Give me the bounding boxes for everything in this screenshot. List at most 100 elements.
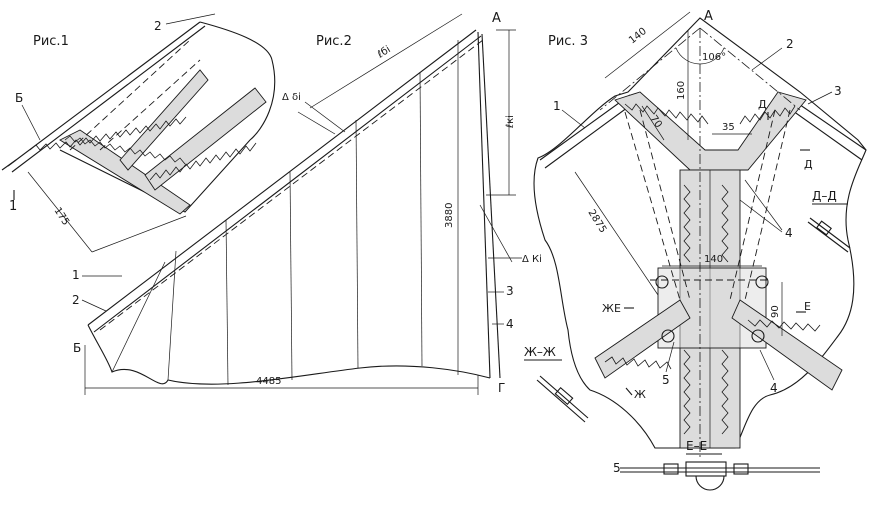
fig2-leader-2	[81, 299, 107, 312]
section-DD-layer-2	[807, 221, 849, 253]
fig2-marker-G: Г	[498, 381, 505, 395]
fig3-marker-1: 1	[553, 99, 561, 113]
fig1-spar-inner	[11, 25, 206, 173]
fig3-spar-left-2	[544, 101, 636, 169]
fig1-stitch-2	[149, 142, 257, 181]
fig1-dashed-b	[99, 59, 201, 151]
fig2-marker-B: Б	[73, 341, 81, 355]
fig3-section-Zh1: Ж	[602, 302, 614, 315]
fig2-marker-3: 3	[506, 284, 514, 298]
fig3-marker-5: 5	[662, 373, 670, 387]
fig3-angle-arc	[675, 47, 725, 65]
fig3-fabric-outline	[533, 17, 867, 449]
fig3-section-ZhZh-view	[536, 375, 589, 423]
fig3-leader-3	[807, 91, 833, 105]
fig3-center-stitch-r	[721, 184, 729, 263]
fig2-trailing-edge	[477, 31, 491, 379]
fig2-title: Рис.2	[316, 34, 352, 49]
fig3-grommet-3	[661, 329, 675, 343]
section-ZhZh-layer-1	[539, 375, 589, 419]
fig3-angle: 106°	[702, 52, 726, 63]
fig2-batten-4	[289, 171, 293, 381]
fig2-dim-lbi-ext	[304, 101, 346, 133]
fig3-leader-4a-2	[739, 199, 783, 233]
fig3-marker-3: 3	[834, 84, 842, 98]
fig2-delta-b-ext	[297, 111, 336, 135]
fig3-section-E2: Е	[804, 300, 811, 313]
fig1-tape-cross	[144, 87, 267, 191]
fig1-leader-2	[165, 13, 216, 25]
fig3-marker-2: 2	[786, 37, 794, 51]
fig1-marker-B: Б	[15, 91, 23, 105]
fig2-leading-edge	[87, 29, 477, 326]
fig3-section-Zh2: Ж	[634, 388, 646, 401]
fig3-section-E1: Е	[614, 302, 621, 315]
section-DD-layer-1	[809, 217, 851, 249]
fig3-stitch-lower-right	[747, 319, 821, 332]
fig3-center-stitch-r2	[721, 349, 729, 435]
fig3-leader-4a	[744, 179, 783, 231]
fig3-leader-2	[751, 47, 783, 71]
fig3-leader-5	[665, 341, 675, 373]
fig3-dim-2875-line	[574, 171, 659, 296]
fig3-leader-1	[561, 109, 586, 129]
section-ZhZh-block	[554, 386, 574, 406]
fig3-axis-right	[699, 27, 801, 111]
fig3-axis-left	[599, 27, 701, 111]
fig3-stitch-lower-left	[604, 356, 672, 370]
fig3-grommet-4	[751, 329, 765, 343]
fig3-spar-right-2	[785, 105, 863, 161]
fig2-trailing-edge-2	[481, 33, 501, 379]
fig1-dim-line	[27, 171, 93, 253]
fig1-dim-ext	[91, 215, 187, 253]
fig2-leading-edge-2	[93, 35, 482, 333]
fig2-batten-3	[225, 219, 229, 386]
fig3-dim-140-mid: 140	[704, 254, 723, 265]
fig2-hem-curve	[87, 324, 491, 385]
fig1-stitch-1	[64, 135, 186, 165]
fig1-leader-B	[21, 104, 41, 141]
fig2-delta-b: Δ δi	[282, 92, 301, 103]
fig3-spar-left	[539, 94, 631, 161]
fig1-marker-2: 2	[154, 19, 162, 33]
fig1-title: Рис.1	[33, 34, 69, 49]
fig3-section-EE: Е–Е	[686, 439, 707, 453]
fig3-dim-90: 90	[770, 305, 781, 318]
fig2-marker-2: 2	[72, 293, 80, 307]
figure-2: Рис.2 ℓбi Δ δi ℓкi 3880 Δ Кi	[72, 11, 542, 395]
fig1-dashed-a	[69, 39, 191, 151]
fig3-section-DD-view	[807, 217, 851, 253]
fig2-marker-4: 4	[506, 317, 514, 331]
fig3-section-marker-5: 5	[613, 461, 621, 475]
fig3-center-stitch-l	[683, 184, 691, 263]
fig2-dim-lki: ℓкi	[505, 115, 516, 128]
fig3-marker-A: А	[704, 9, 713, 24]
fig1-tip	[1, 159, 17, 171]
fig2-batten-5	[355, 119, 359, 369]
fig3-grommet-1	[655, 275, 669, 289]
fig2-delta-k: Δ Кi	[522, 254, 542, 265]
fig3-tape-lower-left	[594, 299, 691, 379]
fig2-dim-3880: 3880	[444, 203, 455, 228]
figure-1: Рис.1 175 Б 2 1	[1, 13, 276, 253]
fig1-sail-outline	[59, 21, 276, 213]
fig2-batten-1	[111, 261, 166, 373]
fig3-section-EE-view	[620, 461, 820, 491]
fig3-title: Рис. 3	[548, 34, 588, 49]
section-EE-block-l	[663, 463, 679, 475]
fig1-dim-175: 175	[51, 206, 71, 228]
fig3-dim-35: 35	[722, 122, 735, 133]
fig3-leader-4b	[759, 349, 775, 381]
fig2-dim-lbi-line	[309, 13, 463, 109]
fig3-spar-right	[789, 97, 867, 151]
section-ZhZh-layer-2	[536, 379, 586, 423]
fig2-dim-4485: 4485	[256, 376, 281, 387]
figure-3: Рис. 3	[524, 9, 867, 491]
fig3-marker-4a: 4	[785, 226, 793, 240]
section-EE-block-r	[733, 463, 749, 475]
fig1-spar-tape	[29, 116, 187, 151]
section-DD-block	[816, 220, 832, 236]
fig3-dim-70-line	[641, 105, 665, 141]
fig3-grommet-2	[755, 275, 769, 289]
